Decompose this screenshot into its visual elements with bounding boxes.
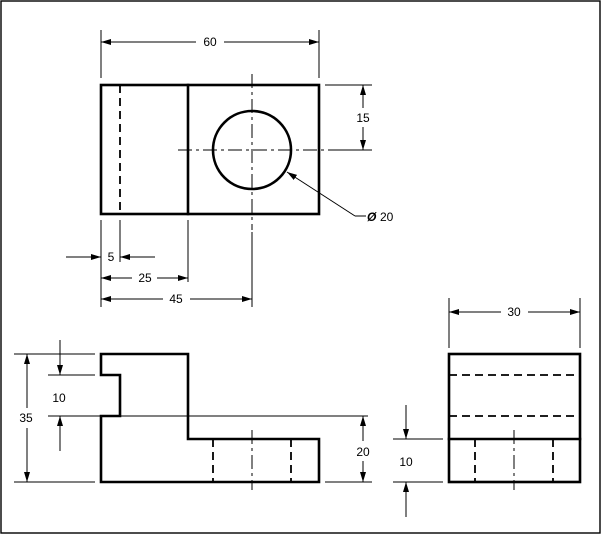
front-view: [99, 352, 321, 490]
top-view: [99, 74, 332, 230]
dim-offset-45: 45: [101, 292, 252, 306]
dim-label-20-front: 20: [356, 445, 370, 459]
dim-top-width: 60: [100, 30, 320, 78]
dim-label-5: 5: [108, 250, 115, 264]
front-view-outline: [99, 352, 321, 484]
dim-side-base-10: 10: [393, 405, 443, 517]
dim-offset-25: 25: [101, 271, 188, 285]
dim-front-step-20: 20: [325, 416, 372, 483]
dim-label-15: 15: [356, 111, 370, 125]
side-view: [447, 352, 582, 490]
dim-label-diameter: Ø: [367, 210, 377, 224]
dim-label-60: 60: [203, 35, 217, 49]
dim-label-20-dia: 20: [380, 210, 394, 224]
dim-label-30: 30: [507, 305, 521, 319]
top-view-outline: [99, 83, 321, 216]
dim-side-width-30: 30: [448, 298, 581, 348]
dim-label-10-front: 10: [52, 391, 66, 405]
dim-hole-diameter: Ø 20: [286, 171, 394, 224]
dim-label-45: 45: [169, 292, 183, 306]
dim-front-height-35: 35: [14, 353, 95, 483]
dim-label-25: 25: [138, 271, 152, 285]
dim-label-35: 35: [19, 411, 33, 425]
dim-offset-5: 5: [66, 250, 155, 264]
dim-top-depth-15: 15: [325, 84, 372, 151]
dim-label-10-side: 10: [399, 455, 413, 469]
dim-front-notch-10: 10: [48, 340, 368, 451]
